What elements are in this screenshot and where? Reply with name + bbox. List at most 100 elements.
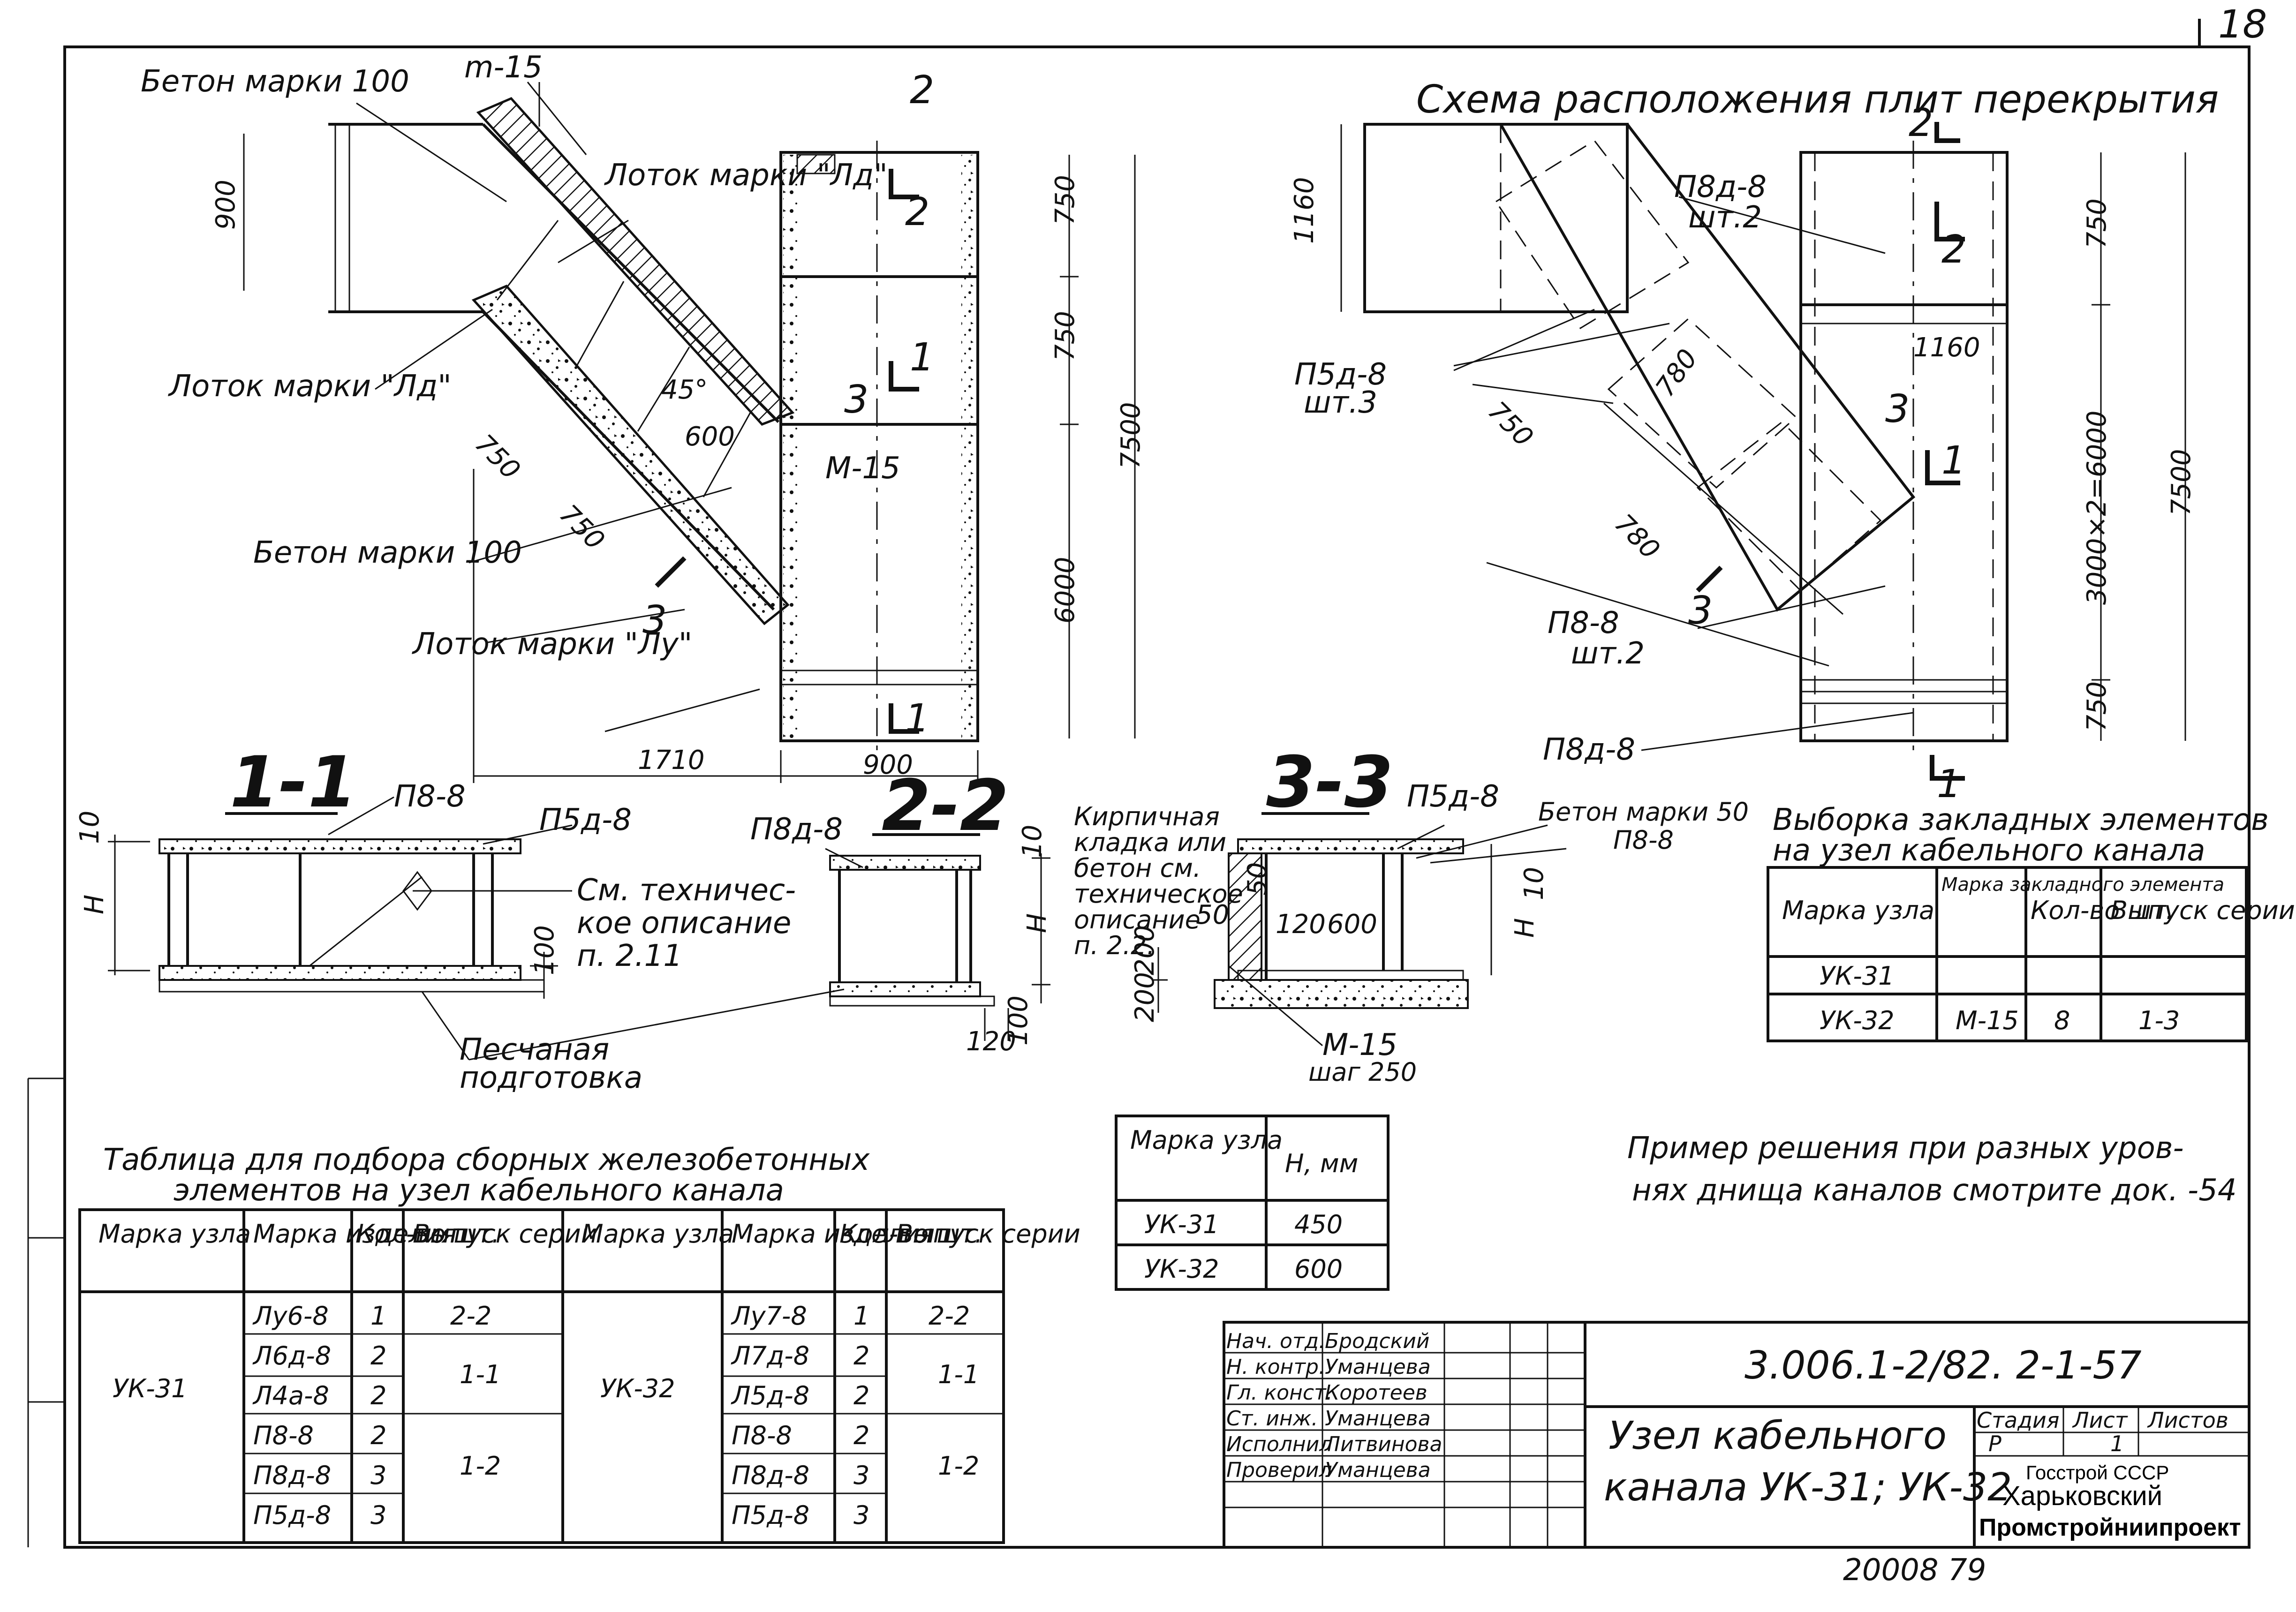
dim-750-c: 750: [469, 429, 526, 486]
precast-uk32-qty-5: 3: [853, 1461, 869, 1490]
precast-uk31-qty-2: 2: [370, 1341, 386, 1371]
s11-label-sand2: подготовка: [460, 1061, 642, 1095]
dim-1160-right: 1160: [1913, 332, 1980, 363]
document-code: 3.006.1-2/82. 2-1-57: [1745, 1343, 2142, 1388]
embedded-row2-node: УК-32: [1820, 1006, 1894, 1035]
dim-750-bottom-right: 750: [2082, 681, 2112, 731]
precast-h-series-a: Выпуск серии: [413, 1219, 597, 1249]
role-2: Н. контр.: [1226, 1355, 1325, 1379]
dim-6000: 6000: [1050, 557, 1080, 624]
note-line-1: Пример решения при разных уров-: [1627, 1131, 2184, 1166]
sheet-title-1: Узел кабельного: [1609, 1414, 1947, 1458]
left-plan-view: [243, 82, 1136, 783]
precast-uk32-series-2: 1-1: [938, 1360, 979, 1389]
role-6: Проверил: [1226, 1458, 1332, 1482]
dim-750-d: 750: [553, 499, 611, 556]
precast-uk32-series-1: 2-2: [929, 1301, 970, 1331]
precast-h-item-a: Марка изделия: [253, 1219, 456, 1249]
precast-uk31-series-2: 1-1: [460, 1360, 501, 1389]
s22-label-p8d8: П8д-8: [750, 812, 843, 847]
precast-uk31-series-3: 1-2: [460, 1451, 501, 1481]
sheet-value: 1: [2110, 1431, 2124, 1456]
s33-label-p8-8: П8-8: [1613, 825, 1674, 855]
label-tray-left: Лоток марки "Лд": [168, 369, 452, 404]
precast-uk32-qty-1: 1: [853, 1301, 869, 1331]
left-plan-dims: 900 750 750 750 750 6000 7500 1710 900: [211, 175, 1146, 780]
section-1-1: 1-1 П8-8 П5д-8 См. техничес- кое описани…: [75, 742, 845, 1095]
sheet-header: Лист: [2072, 1408, 2128, 1433]
role-5: Исполнил: [1226, 1432, 1332, 1456]
name-4: Уманцева: [1325, 1407, 1431, 1431]
dim-3000x2: 3000×2=6000: [2082, 410, 2112, 605]
note-line-2: нях днища каналов смотрите док. -54: [1632, 1173, 2237, 1208]
h-table-uk31-value: 450: [1294, 1210, 1343, 1239]
dim-750-b: 750: [1050, 311, 1080, 361]
label-angle: 45°: [661, 375, 708, 405]
title-block: Нач. отд. Бродский Н. контр. Уманцева Гл…: [1223, 1321, 2251, 1549]
h-table-uk31: УК-31: [1144, 1210, 1219, 1239]
embedded-row1-node: УК-31: [1820, 961, 1894, 991]
precast-uk31-series-1: 2-2: [450, 1301, 491, 1331]
s33-label-step: шаг 250: [1308, 1057, 1417, 1087]
label-d600: 600: [685, 422, 735, 452]
sheet-title-2: канала УК-31; УК-32: [1604, 1465, 2012, 1510]
note: Пример решения при разных уров- нях днищ…: [1627, 1131, 2237, 1208]
precast-uk31-qty-4: 2: [370, 1421, 386, 1450]
dim-750-a: 750: [1050, 175, 1080, 225]
s11-label-tech2: кое описание: [577, 906, 791, 941]
precast-uk32-qty-6: 3: [853, 1500, 869, 1530]
stage-header: Стадия: [1977, 1408, 2059, 1433]
right-section-marks: 2 2 3 1 3 1: [1688, 101, 1966, 806]
s11-label-p8-8: П8-8: [394, 779, 466, 814]
s33-label-brick4: техническое: [1074, 879, 1243, 909]
r-section-mark-3-bottom: 3: [1688, 588, 1713, 633]
s11-label-p5d8: П5д-8: [539, 803, 632, 837]
precast-h-qty-b: Кол-во шт.: [839, 1219, 982, 1249]
s22-dim-100: 100: [1003, 995, 1034, 1046]
label-p5d8-count: шт.3: [1304, 385, 1377, 420]
embedded-table-title-2: на узел кабельного канала: [1773, 833, 2205, 868]
precast-h-item-b: Марка изделия: [732, 1219, 935, 1249]
s33-label-p5d8: П5д-8: [1407, 779, 1499, 814]
s11-label-tech1: См. техничес-: [577, 873, 796, 908]
section-3-3: 3-3 Кирпичная кладка или бетон см. техни…: [1074, 742, 1749, 1087]
section-mark-1-top: 1: [910, 335, 934, 380]
r-section-mark-1-top: 1: [1941, 438, 1966, 483]
s11-dim-100: 100: [529, 925, 560, 975]
r-section-mark-3-top: 3: [1885, 387, 1910, 431]
embedded-header-element: Марка закладного элемента: [1941, 874, 2224, 896]
stage-value: Р: [1988, 1431, 2001, 1456]
s11-dim-10: 10: [75, 811, 105, 844]
role-1: Нач. отд.: [1226, 1329, 1325, 1353]
precast-uk32-item-5: П8д-8: [732, 1461, 809, 1490]
label-concrete100-top: Бетон марки 100: [141, 64, 409, 99]
precast-uk31-qty-3: 2: [370, 1381, 386, 1410]
org-line-1: Госстрой СССР: [2026, 1461, 2169, 1484]
dim-7500-right: 7500: [2166, 449, 2197, 516]
r-section-mark-2-lower: 2: [1941, 227, 1966, 272]
label-p5d8: П5д-8: [1294, 357, 1387, 392]
role-4: Ст. инж.: [1226, 1407, 1318, 1431]
precast-uk32-qty-2: 2: [853, 1341, 869, 1371]
section-3-3-title: 3-3: [1266, 742, 1393, 823]
s33-label-m15: М-15: [1322, 1028, 1397, 1062]
dim-780-b: 780: [1609, 508, 1666, 565]
dim-900-bottom: 900: [863, 750, 913, 780]
left-plan-labels: Бетон марки 100 m-15 Лоток марки "Лд" Ло…: [141, 50, 900, 662]
r-section-mark-1-bottom: 1: [1937, 762, 1961, 806]
name-3: Коротеев: [1325, 1381, 1427, 1405]
s33-label-brick2: кладка или: [1074, 828, 1226, 857]
precast-node-uk32: УК-32: [600, 1374, 675, 1403]
name-6: Уманцева: [1325, 1458, 1431, 1482]
embedded-row2-qty: 8: [2054, 1006, 2070, 1035]
h-table-header-node: Марка узла: [1130, 1125, 1283, 1155]
precast-uk31-qty-6: 3: [370, 1500, 386, 1530]
embedded-header-qty: Кол-во шт.: [2031, 896, 2174, 925]
label-m15-top: m-15: [464, 50, 543, 85]
h-table-uk32: УК-32: [1144, 1254, 1219, 1284]
s33-label-brick6: п. 2.2.: [1074, 931, 1155, 960]
precast-uk31-item-4: П8-8: [253, 1421, 314, 1450]
embedded-table-title-1: Выборка закладных элементов: [1773, 803, 2269, 837]
precast-table: Таблица для подбора сборных железобетонн…: [78, 1143, 1080, 1544]
